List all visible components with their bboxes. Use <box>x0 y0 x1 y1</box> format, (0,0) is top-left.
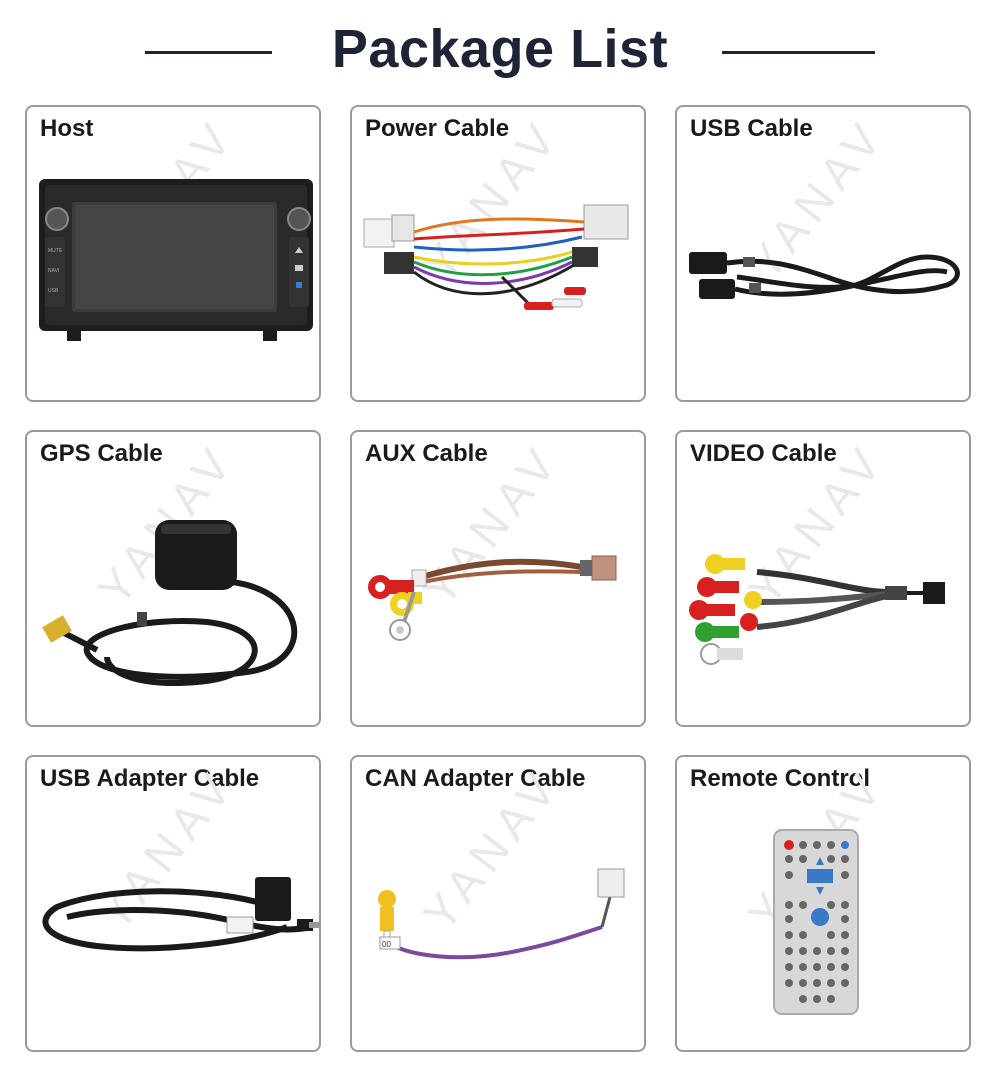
usb-adapter-cable-icon <box>42 877 319 952</box>
page-title: Package List <box>331 19 669 79</box>
package-item-video-cable: VIDEO Cable YANAV <box>675 430 971 727</box>
package-item-power-cable: Power Cable YANAV <box>350 105 646 402</box>
remote-control-icon <box>773 829 859 1015</box>
item-label: USB Adapter Cable <box>40 765 260 792</box>
package-item-remote-control: Remote Control YANAV <box>675 755 971 1052</box>
package-item-host: Host YANAV MUTE NAVI USB <box>25 105 321 402</box>
item-label: VIDEO Cable <box>690 440 837 467</box>
package-item-gps-cable: GPS Cable YANAV <box>25 430 321 727</box>
package-item-usb-cable: USB Cable YANAV <box>675 105 971 402</box>
item-label: GPS Cable <box>40 440 163 467</box>
gps-antenna-icon <box>42 520 298 686</box>
item-label: Host <box>40 115 94 142</box>
svg-text:NAVI: NAVI <box>48 268 59 274</box>
title-rule-right <box>722 51 875 54</box>
svg-text:00: 00 <box>382 940 391 949</box>
svg-text:USB: USB <box>48 288 59 294</box>
item-label: CAN Adapter Cable <box>365 765 586 792</box>
page-header: Package List <box>0 0 1000 100</box>
item-label: USB Cable <box>690 115 813 142</box>
car-stereo-head-unit-icon: MUTE NAVI USB <box>39 179 313 341</box>
usb-cable-icon <box>689 252 960 299</box>
item-label: Power Cable <box>365 115 510 142</box>
can-adapter-cable-icon: 00 <box>378 868 625 960</box>
svg-text:MUTE: MUTE <box>48 248 63 254</box>
title-rule-left <box>145 51 272 54</box>
item-label: AUX Cable <box>365 440 488 467</box>
video-rca-cable-icon <box>689 554 945 665</box>
power-harness-icon <box>363 204 629 310</box>
package-item-aux-cable: AUX Cable YANAV <box>350 430 646 727</box>
package-item-usb-adapter-cable: USB Adapter Cable YANAV <box>25 755 321 1052</box>
aux-rca-cable-icon <box>368 555 617 641</box>
item-label: Remote Control <box>690 765 870 792</box>
package-item-can-adapter-cable: CAN Adapter Cable YANAV 00 <box>350 755 646 1052</box>
